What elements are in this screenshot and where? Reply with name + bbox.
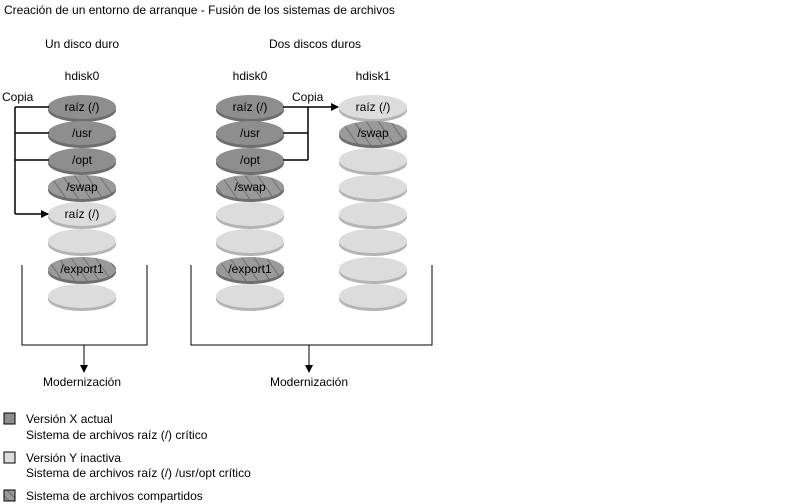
slice-top — [216, 202, 284, 226]
slice-top — [48, 202, 116, 226]
slice-top — [216, 284, 284, 308]
disk-slice: /export1 — [48, 257, 116, 284]
disk-name: hdisk0 — [233, 69, 268, 83]
disk-slice: /usr — [48, 121, 116, 148]
slice-label: /swap — [234, 180, 266, 194]
disk-slice — [339, 175, 407, 202]
slice-top — [339, 148, 407, 172]
disk-name: hdisk1 — [356, 69, 391, 83]
section-heading-two-disks: Dos discos duros — [269, 37, 361, 51]
slice-top — [216, 229, 284, 253]
legend-current-line1: Versión X actual — [26, 412, 113, 426]
legend-current-line2: Sistema de archivos raíz (/) crítico — [26, 428, 208, 442]
legend-swatch-shared — [3, 489, 16, 502]
slice-label: /opt — [240, 153, 261, 167]
copy-label: Copia — [2, 90, 34, 104]
copy-connector-one-disk — [14, 106, 49, 218]
disk-slice — [216, 284, 284, 311]
disk-slice: raíz (/) — [48, 95, 116, 122]
slice-top — [339, 95, 407, 119]
slice-label: /export1 — [60, 262, 104, 276]
disk-slice — [339, 257, 407, 284]
slice-label: /opt — [72, 153, 93, 167]
disk-slice — [48, 229, 116, 256]
slice-top — [339, 284, 407, 308]
legend-shared-line1: Sistema de archivos compartidos — [26, 489, 203, 503]
slice-label: raíz (/) — [65, 100, 100, 114]
legend: Versión X actual Sistema de archivos raí… — [3, 412, 251, 503]
legend-swatch-current — [3, 412, 16, 425]
upgrade-bracket-one-disk — [21, 265, 148, 373]
disk-slice: /swap — [216, 175, 284, 202]
diagram-title: Creación de un entorno de arranque - Fus… — [4, 3, 395, 17]
slice-top — [48, 121, 116, 145]
disk-slice: /swap — [339, 121, 407, 148]
disk-slice — [48, 284, 116, 311]
copy-connector-two-disks — [283, 103, 339, 161]
slice-top — [216, 148, 284, 172]
disk-slice: /swap — [48, 175, 116, 202]
disk-slice: /opt — [216, 148, 284, 175]
slice-top — [216, 175, 284, 199]
upgrade-bracket-two-disks — [190, 265, 433, 373]
slice-top — [216, 95, 284, 119]
section-heading-one-disk: Un disco duro — [45, 37, 119, 51]
slice-label: /swap — [357, 126, 389, 140]
slice-top — [339, 202, 407, 226]
slice-top — [48, 175, 116, 199]
legend-inactive-line2: Sistema de archivos raíz (/) /usr/opt cr… — [26, 466, 251, 480]
legend-swatch-inactive — [3, 451, 16, 464]
disk-slice — [216, 229, 284, 256]
disk-slice: /opt — [48, 148, 116, 175]
slice-label: /export1 — [228, 262, 272, 276]
slice-top — [48, 148, 116, 172]
slice-top — [216, 257, 284, 281]
disk-slice: /export1 — [216, 257, 284, 284]
copy-label: Copia — [292, 90, 324, 104]
disk-slice: /usr — [216, 121, 284, 148]
disk-slice — [339, 202, 407, 229]
upgrade-label-one-disk: Modernización — [43, 375, 121, 389]
slice-label: raíz (/) — [233, 100, 268, 114]
slice-label: /usr — [72, 126, 92, 140]
disk-slice: raíz (/) — [339, 95, 407, 122]
disk-slice: raíz (/) — [48, 202, 116, 229]
disk-slice — [216, 202, 284, 229]
slice-top — [216, 121, 284, 145]
upgrade-label-two-disks: Modernización — [270, 375, 348, 389]
slice-top — [339, 121, 407, 145]
slice-label: raíz (/) — [356, 100, 391, 114]
slice-label: /usr — [240, 126, 260, 140]
disk-slice — [339, 284, 407, 311]
disk-slice — [339, 229, 407, 256]
disk-slice: raíz (/) — [216, 95, 284, 122]
slice-top — [339, 229, 407, 253]
disk-name: hdisk0 — [65, 69, 100, 83]
slice-top — [48, 95, 116, 119]
slice-top — [48, 284, 116, 308]
slice-top — [339, 175, 407, 199]
slice-top — [48, 257, 116, 281]
slice-top — [339, 257, 407, 281]
disk-slice — [339, 148, 407, 175]
slice-top — [48, 229, 116, 253]
slice-label: raíz (/) — [65, 207, 100, 221]
slice-label: /swap — [66, 180, 98, 194]
legend-inactive-line1: Versión Y inactiva — [26, 451, 121, 465]
